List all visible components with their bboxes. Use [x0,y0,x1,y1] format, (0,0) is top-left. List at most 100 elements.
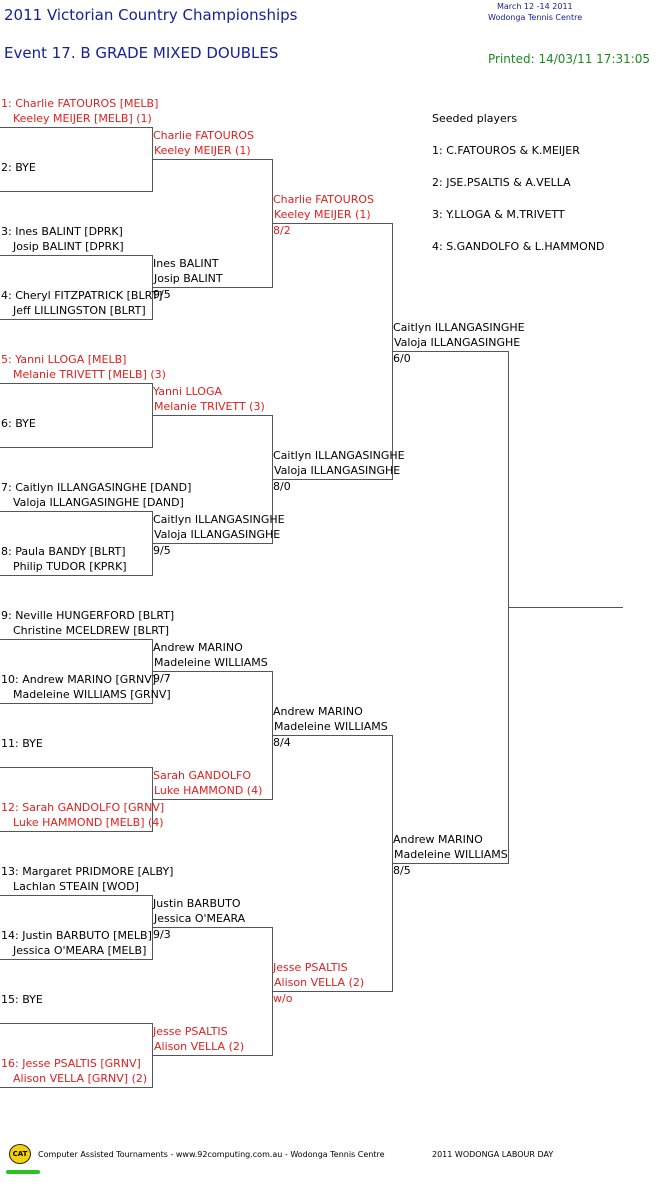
bracket-entry-line2: Alison VELLA (2) [274,976,365,989]
bracket-entry-line2: Madeleine WILLIAMS [GRNV] [13,688,171,701]
bracket-entry-line1: 13: Margaret PRIDMORE [ALBY] [1,865,174,878]
bracket-entry-line1: 9: Neville HUNGERFORD [BLRT] [1,609,175,622]
tournament-dates: March 12 -14 2011 [497,2,573,11]
bracket-entry-line2: Keeley MEIJER (1) [154,144,251,157]
bracket-line [0,191,152,192]
bracket-entry-line1: 8: Paula BANDY [BLRT] [1,545,126,558]
bracket-entry-line2: Luke HAMMOND (4) [154,784,263,797]
winner-line [508,607,623,608]
bracket-entry-line1: Charlie FATOUROS [153,129,254,142]
bracket-entry-line1: Jesse PSALTIS [153,1025,228,1038]
bracket-line [0,639,152,640]
bracket-entry-line2: Christine MCELDREW [BLRT] [13,624,170,637]
bracket-entry-line2: Keeley MEIJER (1) [274,208,371,221]
printed-timestamp: Printed: 14/03/11 17:31:05 [488,52,651,66]
bracket-entry-line1: 6: BYE [1,417,36,430]
match-score: 6/0 [393,352,411,365]
bracket-entry-line2: Philip TUDOR [KPRK] [13,560,127,573]
match-score: 8/5 [393,864,411,877]
bracket-entry-line1: Caitlyn ILLANGASINGHE [273,449,405,462]
seed-item: 4: S.GANDOLFO & L.HAMMOND [432,240,605,253]
bracket-entry-line1: Jesse PSALTIS [273,961,348,974]
bracket-entry-line1: Justin BARBUTO [153,897,241,910]
bracket-line [392,863,508,864]
bracket-entry-line1: Charlie FATOUROS [273,193,374,206]
bracket-entry-line1: 16: Jesse PSALTIS [GRNV] [1,1057,141,1070]
bracket-entry-line1: 4: Cheryl FITZPATRICK [BLRT] [1,289,163,302]
bracket-line [152,287,272,288]
footer-credit: Computer Assisted Tournaments - www.92co… [38,1150,385,1159]
bracket-line [0,831,152,832]
bracket-entry-line2: Alison VELLA (2) [154,1040,245,1053]
event-title: Event 17. B GRADE MIXED DOUBLES [4,44,279,62]
bracket-entry-line2: Jessica O'MEARA [154,912,246,925]
bracket-entry-line2: Luke HAMMOND [MELB] (4) [13,816,164,829]
bracket-line [272,991,392,992]
bracket-entry-line1: 1: Charlie FATOUROS [MELB] [1,97,159,110]
bracket-entry-line2: Madeleine WILLIAMS [394,848,508,861]
bracket-line [152,159,272,160]
bracket-line [0,895,152,896]
bracket-entry-line2: Josip BALINT [DPRK] [13,240,124,253]
bracket-entry-line1: 14: Justin BARBUTO [MELB] [1,929,152,942]
bracket-line [0,959,152,960]
tournament-venue: Wodonga Tennis Centre [488,13,583,22]
match-score: 9/5 [153,544,171,557]
bracket-line [0,703,152,704]
seed-item: 1: C.FATOUROS & K.MEIJER [432,144,580,157]
bracket-entry-line1: 2: BYE [1,161,36,174]
bracket-line [0,319,152,320]
bracket-entry-line1: 12: Sarah GANDOLFO [GRNV] [1,801,165,814]
bracket-line [152,1055,272,1056]
bracket-line [0,575,152,576]
bracket-entry-line1: Yanni LLOGA [153,385,223,398]
bracket-entry-line1: Caitlyn ILLANGASINGHE [393,321,525,334]
bracket-entry-line2: Melanie TRIVETT (3) [154,400,265,413]
tournament-title: 2011 Victorian Country Championships [4,6,298,24]
bracket-entry-line1: 5: Yanni LLOGA [MELB] [1,353,127,366]
footer-event-name: 2011 WODONGA LABOUR DAY [432,1150,554,1159]
bracket-line [0,767,152,768]
bracket-entry-line2: Jeff LILLINGSTON [BLRT] [13,304,146,317]
bracket-line [0,511,152,512]
seed-item: 2: JSE.PSALTIS & A.VELLA [432,176,571,189]
seed-item: 3: Y.LLOGA & M.TRIVETT [432,208,565,221]
bracket-entry-line1: 15: BYE [1,993,43,1006]
match-score: 9/5 [153,288,171,301]
match-score: 9/7 [153,672,171,685]
bracket-entry-line2: Valoja ILLANGASINGHE [154,528,281,541]
bracket-entry-line2: Valoja ILLANGASINGHE [DAND] [13,496,184,509]
bracket-entry-line2: Valoja ILLANGASINGHE [394,336,521,349]
bracket-line [0,383,152,384]
bracket-entry-line2: Jessica O'MEARA [MELB] [13,944,147,957]
bracket-entry-line2: Madeleine WILLIAMS [154,656,268,669]
match-score: 8/0 [273,480,291,493]
match-score: 8/4 [273,736,291,749]
bracket-line [0,1087,152,1088]
match-score: 8/2 [273,224,291,237]
bracket-line [152,927,272,928]
bracket-line [392,351,508,352]
bracket-entry-line1: Andrew MARINO [153,641,243,654]
match-score: 9/3 [153,928,171,941]
bracket-line [272,735,392,736]
bracket-entry-line1: 11: BYE [1,737,43,750]
bracket-entry-line1: Caitlyn ILLANGASINGHE [153,513,285,526]
bracket-entry-line1: Andrew MARINO [273,705,363,718]
logo-underline [6,1170,40,1174]
bracket-entry-line1: Sarah GANDOLFO [153,769,251,782]
bracket-entry-line1: Ines BALINT [153,257,219,270]
bracket-line [0,127,152,128]
bracket-entry-line2: Madeleine WILLIAMS [274,720,388,733]
bracket-entry-line2: Melanie TRIVETT [MELB] (3) [13,368,166,381]
bracket-line [0,447,152,448]
bracket-entry-line1: 3: Ines BALINT [DPRK] [1,225,123,238]
bracket-line [272,479,392,480]
bracket-entry-line1: 7: Caitlyn ILLANGASINGHE [DAND] [1,481,192,494]
bracket-entry-line2: Keeley MEIJER [MELB] (1) [13,112,152,125]
bracket-line [152,543,272,544]
bracket-line [0,1023,152,1024]
bracket-entry-line1: 10: Andrew MARINO [GRNV] [1,673,157,686]
bracket-entry-line2: Valoja ILLANGASINGHE [274,464,401,477]
bracket-line [0,255,152,256]
